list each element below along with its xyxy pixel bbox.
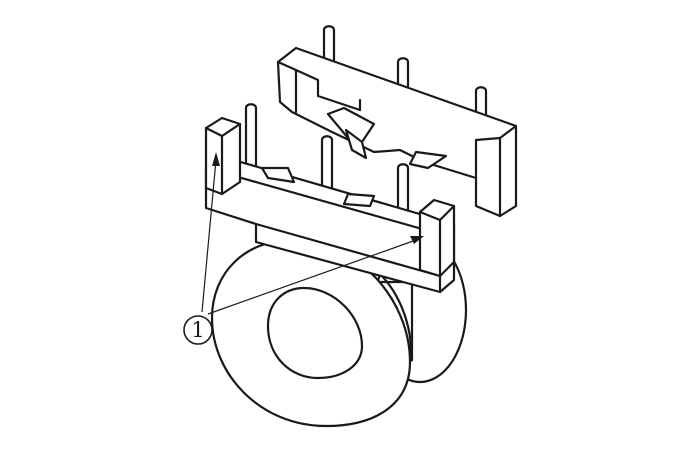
callout-circle-1 <box>183 315 213 345</box>
leader-line-left <box>201 159 217 313</box>
front-flange-rim <box>380 274 412 364</box>
front-slot-2 <box>342 192 376 208</box>
rear-header-body <box>276 46 518 218</box>
front-flange-bore <box>266 286 364 380</box>
leader-arrow-right <box>410 236 424 244</box>
front-header-lower-edge <box>254 222 442 278</box>
rear-slot-1 <box>326 106 376 144</box>
front-left-post-top <box>220 122 242 138</box>
leader-line-right <box>207 239 417 315</box>
rear-header <box>276 25 518 218</box>
callout-leaders <box>183 152 424 345</box>
rear-header-top-step <box>294 68 362 112</box>
rear-slot-2 <box>408 150 448 170</box>
front-slot-1 <box>260 166 296 184</box>
callout-label-1: 1 <box>191 318 205 342</box>
front-header <box>204 103 456 294</box>
leader-arrow-left <box>212 152 220 166</box>
front-flange <box>210 238 412 428</box>
front-right-post-top <box>438 204 456 222</box>
rear-header-right-step <box>474 136 502 180</box>
rear-slot-1-shade <box>344 128 368 160</box>
